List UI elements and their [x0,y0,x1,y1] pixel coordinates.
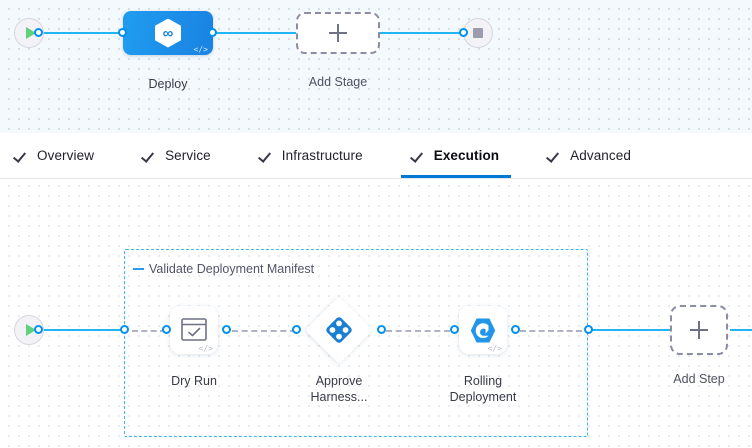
check-icon [549,149,562,162]
connector-group-in-to-dryrun [132,330,166,332]
rolling-deployment-icon [470,318,496,342]
tab-service[interactable]: Service [142,133,213,178]
step-group-header: Validate Deployment Manifest [133,262,314,276]
tab-execution-label: Execution [433,148,500,163]
check-icon [413,149,426,162]
connector-addstage-to-end [378,32,470,34]
step-node-rolling-deployment[interactable]: </> [459,306,507,354]
port-dryrun-in[interactable] [162,325,171,334]
port-rolling-out[interactable] [511,325,520,334]
check-icon [16,149,29,162]
add-step-label: Add Step [673,372,725,386]
port-group-out[interactable] [584,325,593,334]
check-icon [261,149,274,162]
pipeline-end-node[interactable] [463,18,493,48]
tab-service-label: Service [165,148,211,163]
connector-group-to-addstep [588,329,670,331]
stage-canvas[interactable]: ∞ </> Deploy Add Stage [0,0,752,133]
step-node-dry-run[interactable]: </> [170,306,218,354]
port-deploy-in[interactable] [118,28,127,37]
tab-overview[interactable]: Overview [14,133,96,178]
add-stage-label: Add Stage [308,75,368,89]
connector-start-to-deploy [38,32,130,34]
tab-advanced[interactable]: Advanced [547,133,633,178]
step-label-rolling-line1: Rolling [463,374,503,388]
step-label-approve-line2: Harness... [310,390,368,404]
play-icon [25,27,36,39]
connector-addstep-out [730,329,752,331]
add-stage-button[interactable] [296,12,380,54]
step-node-approve[interactable] [315,306,363,354]
step-label-rolling-line2: Deployment [449,390,517,404]
collapse-dash-icon[interactable] [133,268,144,270]
step-group-title: Validate Deployment Manifest [149,262,315,276]
port-end-in[interactable] [459,28,468,37]
stage-label-deploy: Deploy [148,77,188,91]
stage-config-tabs: Overview Service Infrastructure Executio… [0,133,752,179]
port-deploy-out[interactable] [208,28,217,37]
step-group-validate-deployment-manifest[interactable]: Validate Deployment Manifest [124,249,588,437]
play-icon [25,324,36,336]
stop-icon [473,28,483,38]
stage-node-deploy[interactable]: ∞ </> [123,11,213,55]
tab-advanced-label: Advanced [570,148,631,163]
step-label-approve-line1: Approve [315,374,363,388]
plus-icon [329,24,347,42]
step-label-dry-run: Dry Run [171,374,217,388]
terminal-check-icon [181,318,207,341]
connector-dryrun-to-approve [232,330,296,332]
port-start-out[interactable] [34,28,43,37]
port-group-in[interactable] [120,325,129,334]
tab-infrastructure-label: Infrastructure [281,148,363,163]
tab-execution[interactable]: Execution [400,133,512,178]
add-step-button[interactable] [670,305,728,355]
port-rolling-in[interactable] [450,325,459,334]
connector-start-to-group [38,329,128,331]
port-exec-start-out[interactable] [34,325,43,334]
check-icon [144,149,157,162]
harness-infinity-hexagon-icon: ∞ [155,18,181,48]
port-approve-in[interactable] [292,325,301,334]
code-brackets-icon[interactable]: </> [198,344,213,353]
port-approve-out[interactable] [377,325,386,334]
execution-canvas[interactable]: Validate Deployment Manifest </> Dry Run [0,179,752,448]
step-label-rolling-deployment: Rolling Deployment [433,373,533,405]
connector-rolling-to-group-out [520,330,582,332]
code-brackets-icon[interactable]: </> [487,344,502,353]
tab-infrastructure[interactable]: Infrastructure [259,133,365,178]
port-dryrun-out[interactable] [222,325,231,334]
code-brackets-icon[interactable]: </> [193,45,208,54]
step-label-approve: Approve Harness... [289,373,389,405]
tab-overview-label: Overview [37,148,95,163]
connector-approve-to-rolling [386,330,450,332]
plus-icon [690,321,708,339]
harness-approval-diamond-icon [326,317,352,343]
connector-deploy-to-addstage [210,32,298,34]
